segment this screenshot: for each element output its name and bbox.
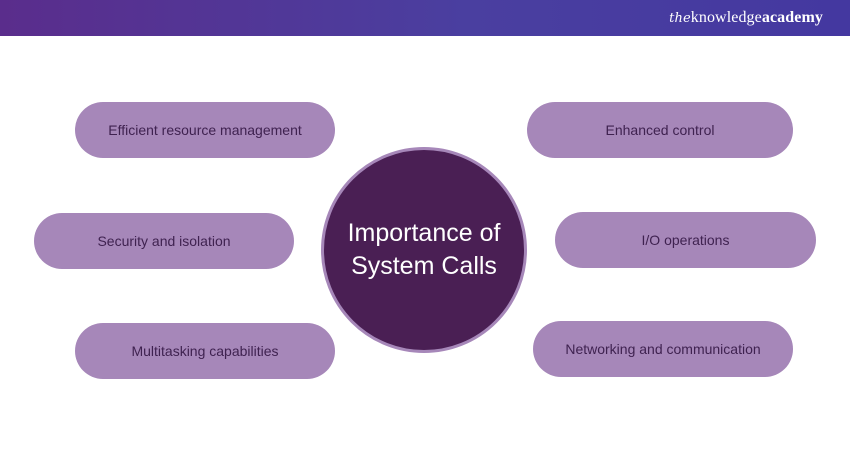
node-label: Security and isolation <box>97 233 231 249</box>
brand-logo: theknowledgeacademy <box>669 8 823 29</box>
brand-the: the <box>669 11 691 26</box>
central-hub: Importance of System Calls <box>321 147 527 353</box>
node-networking-and-communication: Networking and communication <box>533 321 793 377</box>
hub-title: Importance of System Calls <box>347 219 501 280</box>
node-multitasking-capabilities: Multitasking capabilities <box>75 323 335 379</box>
node-label: Efficient resource management <box>108 122 302 138</box>
node-efficient-resource-management: Efficient resource management <box>75 102 335 158</box>
brand-academy: academy <box>761 9 823 26</box>
node-io-operations: I/O operations <box>555 212 816 268</box>
node-label: Networking and communication <box>565 341 761 357</box>
node-security-and-isolation: Security and isolation <box>34 213 294 269</box>
node-label: Enhanced control <box>605 122 715 138</box>
node-label: Multitasking capabilities <box>131 343 279 359</box>
node-enhanced-control: Enhanced control <box>527 102 793 158</box>
header-bar: theknowledgeacademy <box>0 0 850 36</box>
brand-knowledge: knowledge <box>690 9 762 26</box>
node-label: I/O operations <box>641 232 730 248</box>
